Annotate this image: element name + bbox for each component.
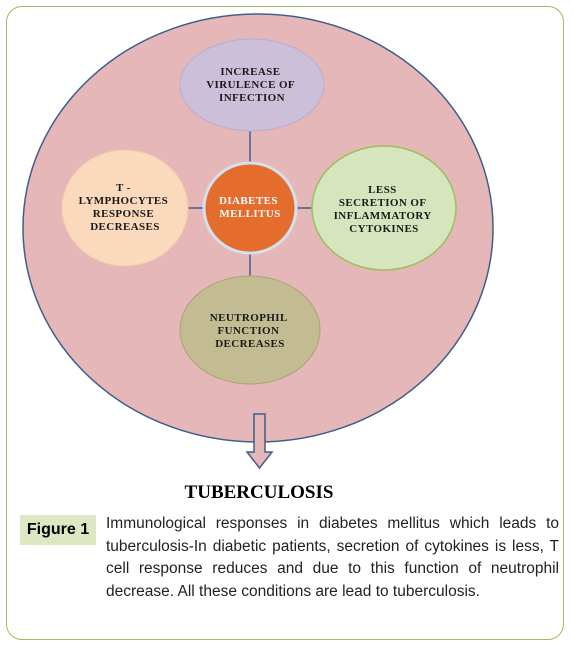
node-t-lymphocytes (61, 149, 189, 267)
figure-label: Figure 1 (20, 515, 96, 545)
right-line-1: LESS (368, 184, 397, 196)
right-line-3: INFLAMMATORY (334, 210, 432, 222)
bottom-line-3: DECREASES (215, 338, 285, 350)
caption-text: Immunological responses in diabetes mell… (106, 515, 559, 600)
node-diabetes-mellitus (202, 161, 298, 255)
center-line-1: DIABETES (219, 195, 278, 207)
node-neutrophil-function (179, 275, 321, 385)
top-line-3: INFECTION (219, 92, 285, 104)
bottom-line-1: NEUTROPHIL (210, 312, 287, 324)
bottom-line-2: FUNCTION (217, 325, 279, 337)
node-less-secretion (311, 145, 457, 271)
svg-text:INCREASE VIRULENCE OF: INCREASE VIRULENCE OF INFECTION (206, 66, 298, 104)
right-line-4: CYTOKINES (349, 223, 418, 235)
left-line-3: RESPONSE (93, 208, 154, 220)
down-arrow (245, 413, 274, 470)
svg-text:T - LYMPHOCYTES RESPON: T - LYMPHOCYTES RESPONSE DECREASES (79, 182, 172, 233)
outcome-tuberculosis: TUBERCULOSIS (185, 482, 334, 503)
left-line-1: T - (116, 182, 131, 194)
left-line-2: LYMPHOCYTES (79, 195, 169, 207)
svg-text:NEUTROPHIL FUNCTION DE: NEUTROPHIL FUNCTION DECREASES (210, 312, 291, 350)
top-line-1: INCREASE (220, 66, 280, 78)
right-line-2: SECRETION OF (339, 197, 427, 209)
left-line-4: DECREASES (90, 221, 160, 233)
top-line-2: VIRULENCE OF (206, 79, 295, 91)
center-line-2: MELLITUS (219, 208, 280, 220)
svg-text:DIABETES MELLITUS: DIABETES MELLITUS (219, 195, 281, 220)
node-increase-virulence (179, 38, 325, 132)
svg-text:LESS SECRETION OF INFL: LESS SECRETION OF INFLAMMATORY CYTOKINES (334, 184, 435, 235)
